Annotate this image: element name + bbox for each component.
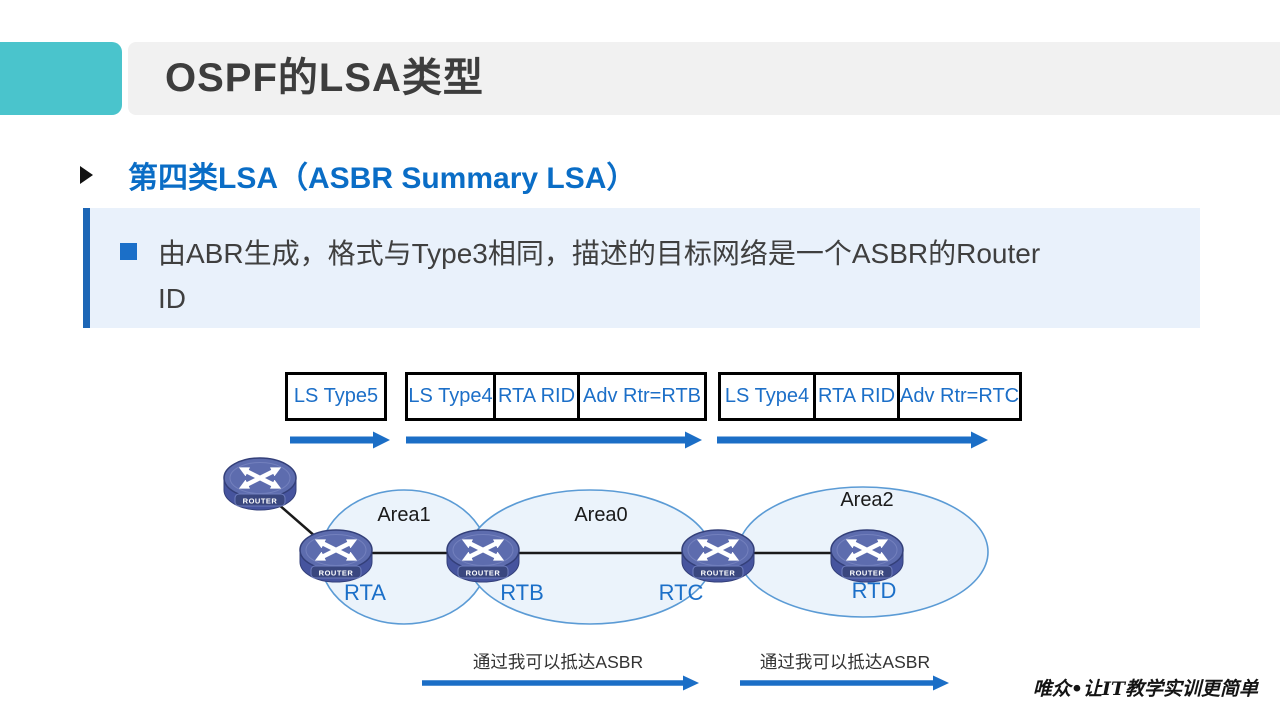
svg-text:ROUTER: ROUTER — [319, 569, 354, 578]
title-bar: OSPF的LSA类型 — [128, 42, 1280, 115]
svg-text:ROUTER: ROUTER — [243, 497, 278, 506]
lsa-flow-arrows — [290, 431, 988, 449]
content-line-1: 由ABR生成，格式与Type3相同，描述的目标网络是一个ASBR的Router — [158, 238, 1041, 269]
content-line-2: ID — [158, 283, 186, 314]
lsa-cell: RTA RID — [816, 375, 900, 418]
arrow-head-icon — [971, 431, 988, 449]
lsa-cell: LS Type4 — [721, 375, 816, 418]
lsa-cell: Adv Rtr=RTC — [900, 385, 1019, 407]
page-title: OSPF的LSA类型 — [165, 56, 484, 100]
lsa-cell: LS Type4 — [408, 375, 496, 418]
triangle-bullet-icon — [80, 166, 93, 184]
accent-block — [0, 42, 122, 115]
lsa-cell: RTA RID — [496, 375, 580, 418]
area1-label: Area1 — [377, 504, 430, 526]
area0-label: Area0 — [574, 504, 627, 526]
section-subtitle: 第四类LSA（ASBR Summary LSA） — [128, 162, 637, 195]
arrow-head-icon — [685, 431, 702, 449]
content-text: 由ABR生成，格式与Type3相同，描述的目标网络是一个ASBR的Router … — [158, 231, 1178, 321]
rtb-label: RTB — [500, 580, 544, 605]
lsa-cell: LS Type5 — [293, 385, 379, 407]
lsa-cell: Adv Rtr=RTB — [583, 385, 701, 407]
reach-asbr-arrows — [422, 675, 949, 691]
arrow-head-icon — [683, 675, 699, 691]
arrow-head-icon — [373, 431, 390, 449]
rtc-label: RTC — [659, 580, 704, 605]
content-box — [83, 208, 1200, 328]
router-icon-rtb: ROUTER — [447, 530, 519, 582]
router-icon-rta: ROUTER — [300, 530, 372, 582]
area2-label: Area2 — [840, 489, 893, 511]
reach-asbr-label-2: 通过我可以抵达ASBR — [759, 652, 931, 672]
reach-asbr-label-1: 通过我可以抵达ASBR — [472, 652, 644, 672]
router-icon-rtc: ROUTER — [682, 530, 754, 582]
brand-watermark: 唯众•让IT教学实训更简单 — [1032, 678, 1258, 700]
router-icon-asbr: ROUTER — [224, 458, 296, 510]
lsa-box-type4-rtb: LS Type4 RTA RID Adv Rtr=RTB — [405, 372, 707, 421]
square-bullet-icon — [120, 243, 137, 260]
lsa-box-type4-rtc: LS Type4 RTA RID Adv Rtr=RTC — [718, 372, 1022, 421]
svg-text:ROUTER: ROUTER — [466, 569, 501, 578]
rtd-label: RTD — [852, 578, 897, 603]
rta-label: RTA — [344, 580, 386, 605]
svg-text:ROUTER: ROUTER — [701, 569, 736, 578]
svg-text:ROUTER: ROUTER — [850, 569, 885, 578]
arrow-head-icon — [933, 675, 949, 691]
lsa-box-type5: LS Type5 — [285, 372, 387, 421]
router-icon-rtd: ROUTER — [831, 530, 903, 582]
